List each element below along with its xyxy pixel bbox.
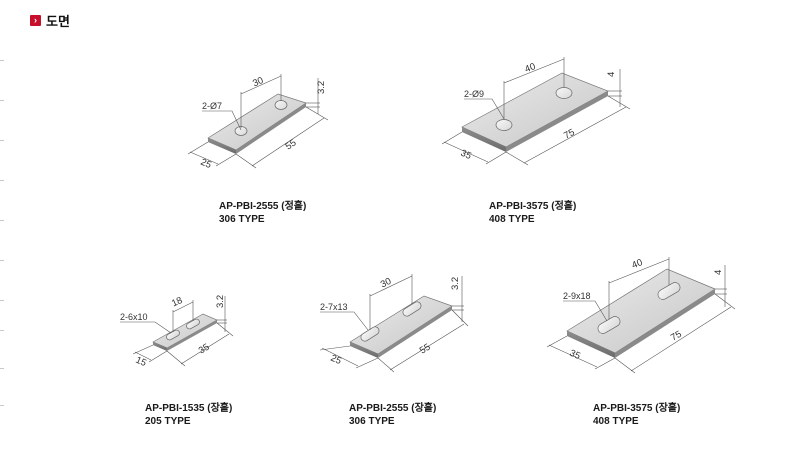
thickness-dim: 4: [606, 72, 617, 77]
hole-spacing-dim: 30: [379, 276, 393, 291]
drawing-plate-3575-round: 2-Ø9 40 4 35 75: [440, 55, 640, 166]
width-dim: 35: [459, 148, 473, 162]
slot-hole: [166, 329, 180, 341]
gutter-tick: [0, 330, 4, 331]
slot-hole: [186, 318, 200, 330]
length-dim: 75: [669, 329, 684, 344]
drawing-plate-2555-round: 2-Ø7 30 3.2 25 55: [180, 70, 340, 180]
thickness-dim: 3.2: [450, 277, 461, 290]
gutter-tick: [0, 140, 4, 141]
hole-callout: 2-Ø9: [464, 89, 484, 99]
thickness-dim: 3.2: [316, 81, 327, 94]
hole-spacing-dim: 40: [523, 61, 537, 75]
arrow-right-icon: ›: [30, 15, 41, 26]
drawing-caption: AP-PBI-3575 (정홀) 408 TYPE: [489, 200, 576, 226]
section-title: 도면: [46, 14, 70, 29]
gutter-tick: [0, 220, 4, 221]
length-dim: 35: [197, 342, 212, 357]
type-name: 408 TYPE: [593, 416, 639, 427]
drawing-plate-1535-slot: 2-6x10 18 3.2 15 35: [115, 290, 240, 370]
plate-end-face: [378, 306, 452, 358]
gutter-tick: [0, 405, 4, 406]
plate-end-face: [506, 91, 608, 152]
width-dim: 35: [568, 348, 582, 362]
plate-side-face: [462, 127, 506, 152]
plate-diagram: 2-7x13 30 3.2 25 55: [319, 274, 469, 373]
length-dim: 55: [418, 342, 433, 357]
plate-diagram: 2-9x18 40 4 35 75: [546, 257, 736, 374]
slot-hole: [657, 282, 681, 300]
drawing-plate-3575-slot: 2-9x18 40 4 35 75: [545, 255, 745, 375]
length-dim: 55: [284, 137, 299, 152]
width-dim: 15: [134, 355, 148, 369]
plate-side-face: [153, 342, 167, 351]
hole-spacing-dim: 30: [251, 75, 265, 89]
model-name: AP-PBI-1535 (장홀): [145, 403, 233, 414]
drawing-caption: AP-PBI-2555 (장홀) 306 TYPE: [349, 402, 436, 428]
drawing-caption: AP-PBI-2555 (정홀) 306 TYPE: [219, 200, 306, 226]
gutter-tick: [0, 100, 4, 101]
drawing-caption: AP-PBI-3575 (장홀) 408 TYPE: [593, 402, 680, 428]
model-name: AP-PBI-2555 (정홀): [219, 201, 307, 212]
plate-side-face: [567, 331, 615, 358]
gutter-tick: [0, 300, 4, 301]
hole-callout: 2-7x13: [320, 302, 348, 312]
hole-callout: 2-6x10: [120, 312, 148, 322]
model-name: AP-PBI-2555 (장홀): [349, 403, 437, 414]
length-dim: 75: [562, 127, 577, 142]
plate-diagram: 2-Ø7 30 3.2 25 55: [187, 74, 329, 171]
thickness-dim: 3.2: [215, 295, 226, 308]
plate-side-face: [350, 342, 378, 358]
gutter-tick: [0, 260, 4, 261]
plate-side-face: [208, 138, 236, 154]
hole-callout: 2-Ø7: [202, 101, 222, 111]
plate-end-face: [236, 103, 306, 154]
gutter-tick: [0, 368, 4, 369]
model-name: AP-PBI-3575 (정홀): [489, 201, 577, 212]
type-name: 306 TYPE: [219, 214, 265, 225]
slot-hole: [402, 301, 422, 317]
hole: [555, 87, 573, 99]
hole-callout: 2-9x18: [563, 291, 591, 301]
model-name: AP-PBI-3575 (장홀): [593, 403, 681, 414]
plate-end-face: [615, 289, 715, 358]
drawing-caption: AP-PBI-1535 (장홀) 205 TYPE: [145, 402, 232, 428]
width-dim: 25: [329, 353, 343, 367]
hole: [495, 119, 513, 131]
plate-diagram: 2-6x10 18 3.2 15 35: [120, 295, 234, 369]
gutter-tick: [0, 60, 4, 61]
type-name: 306 TYPE: [349, 416, 395, 427]
hole: [274, 100, 288, 110]
gutter-tick: [0, 180, 4, 181]
plate-end-face: [167, 320, 217, 351]
plate-diagram: 2-Ø9 40 4 35 75: [441, 57, 631, 166]
slot-hole: [360, 326, 380, 342]
thickness-dim: 4: [713, 270, 724, 275]
plate-top-face: [152, 313, 218, 349]
section-header: › 도면: [30, 11, 70, 30]
drawing-plate-2555-slot: 2-7x13 30 3.2 25 55: [312, 270, 472, 375]
plate-top-face: [349, 295, 453, 355]
type-name: 408 TYPE: [489, 214, 535, 225]
width-dim: 25: [199, 157, 213, 171]
hole-spacing-dim: 40: [630, 257, 644, 271]
hole-spacing-dim: 18: [170, 295, 184, 309]
type-name: 205 TYPE: [145, 416, 191, 427]
